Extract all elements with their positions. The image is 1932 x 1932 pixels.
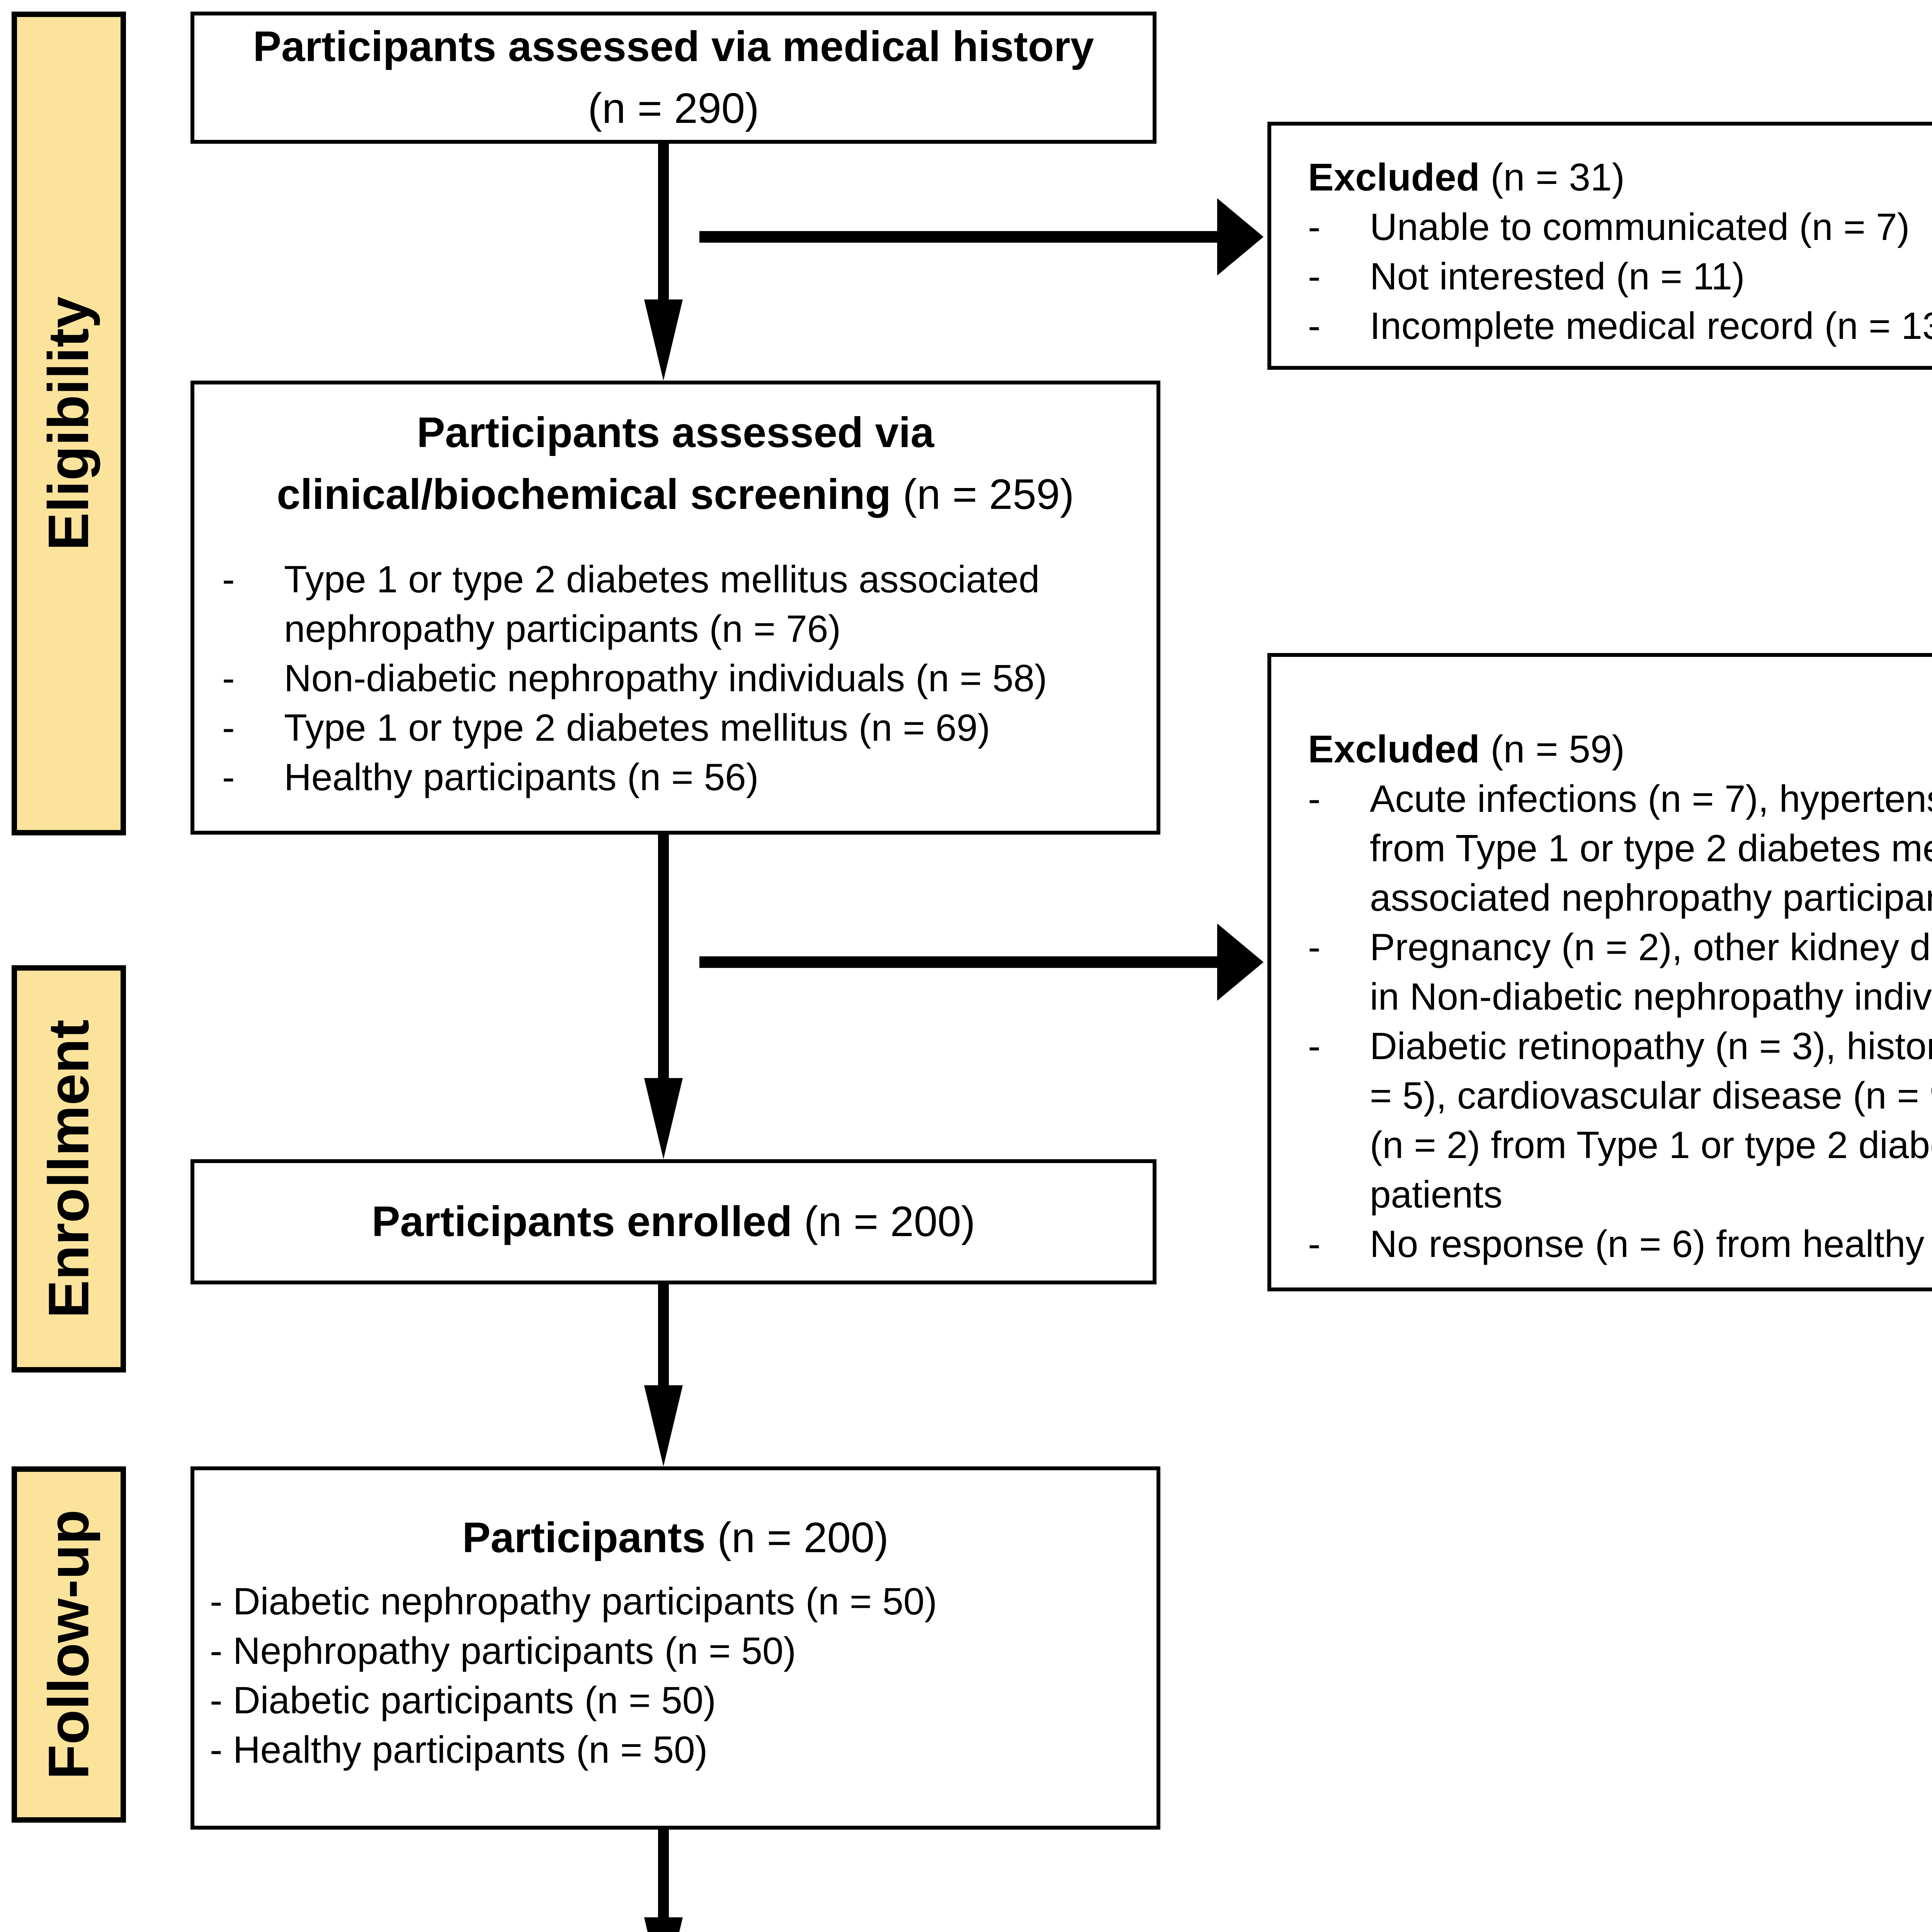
box-title-line2: clinical/biochemical screening bbox=[277, 471, 891, 518]
box-title-count: (n = 290) bbox=[588, 85, 759, 132]
box-title: Participants (n = 200) bbox=[194, 1507, 1156, 1569]
bullet-dash: - bbox=[1308, 777, 1321, 820]
box-title: Participants assessed via clinical/bioch… bbox=[194, 402, 1156, 526]
bullet-dash: - bbox=[222, 706, 235, 749]
bullet-dash: - bbox=[1308, 255, 1321, 298]
box-excluded-eligibility: Excluded (n = 31) - Unable to communicate… bbox=[1267, 122, 1932, 370]
bullet-dash: - bbox=[1308, 1223, 1321, 1265]
bullet-dash: - bbox=[222, 756, 235, 798]
bullet-dash: - bbox=[1308, 926, 1321, 968]
list-item: - Nephropathy participants (n = 50) bbox=[210, 1629, 796, 1672]
bullet-item: - Unable to communicated (n = 7) bbox=[1308, 202, 1932, 252]
arrow-down-3-head-icon bbox=[644, 1385, 683, 1466]
excluded-bullet-list: - Unable to communicated (n = 7) - Not inte… bbox=[1308, 202, 1932, 350]
bullet-item: - Incomplete medical record (n = 13) bbox=[1308, 301, 1932, 350]
box-enrolled: Participants enrolled (n = 200) bbox=[190, 1159, 1156, 1284]
bullet-text: Acute infections (n = 7), hypertension (… bbox=[1370, 777, 1932, 919]
stage-label-enrollment-text: Enrollment bbox=[37, 1019, 101, 1318]
bullet-item: - Type 1 or type 2 diabetes mellitus (n =… bbox=[222, 703, 1145, 752]
stage-label-followup-text: Follow-up bbox=[37, 1509, 101, 1780]
stage-label-enrollment: Enrollment bbox=[12, 965, 126, 1372]
bullet-item: - Healthy participants (n = 56) bbox=[222, 752, 1145, 802]
arrow-right-excluded-1-shaft bbox=[699, 231, 1219, 243]
bullet-text: Non-diabetic nephropathy individuals (n … bbox=[284, 657, 1047, 699]
box-clinical-screening: Participants assessed via clinical/bioch… bbox=[190, 381, 1160, 835]
excluded-heading: Excluded (n = 31) bbox=[1308, 153, 1932, 202]
screening-bullet-list: - Type 1 or type 2 diabetes mellitus asso… bbox=[194, 554, 1156, 802]
box-excluded-enrollment: Excluded (n = 59) - Acute infections (n =… bbox=[1267, 653, 1932, 1291]
bullet-text: Type 1 or type 2 diabetes mellitus (n = … bbox=[284, 706, 990, 749]
box-title-text: Participants bbox=[462, 1514, 706, 1561]
bullet-text: Not interested (n = 11) bbox=[1370, 255, 1745, 298]
list-item: - Healthy participants (n = 50) bbox=[210, 1728, 708, 1771]
arrow-right-excluded-2-head-icon bbox=[1217, 923, 1264, 1001]
arrow-down-4-head-icon bbox=[644, 1917, 683, 1932]
bullet-item: - Diabetic retinopathy (n = 3), history o… bbox=[1308, 1021, 1932, 1219]
list-item: - Diabetic nephropathy participants (n =… bbox=[210, 1580, 937, 1622]
bullet-text: No response (n = 6) from healthy partici… bbox=[1370, 1223, 1925, 1265]
followup-item-list: - Diabetic nephropathy participants (n =… bbox=[194, 1577, 1156, 1774]
bullet-dash: - bbox=[1308, 206, 1321, 248]
excluded-heading-text: Excluded bbox=[1308, 728, 1480, 771]
box-assessed-medical-history: Participants assessed via medical histor… bbox=[190, 12, 1156, 144]
box-title: Participants assessed via medical histor… bbox=[253, 16, 1094, 139]
excluded-heading-text: Excluded bbox=[1308, 156, 1480, 199]
bullet-text: Type 1 or type 2 diabetes mellitus assoc… bbox=[284, 558, 1040, 650]
bullet-item: - Pregnancy (n = 2), other kidney disease… bbox=[1308, 922, 1932, 1021]
bullet-dash: - bbox=[222, 657, 235, 699]
stage-label-followup: Follow-up bbox=[12, 1466, 126, 1823]
arrow-down-2-shaft bbox=[658, 835, 669, 1082]
arrow-right-excluded-2-shaft bbox=[699, 956, 1219, 968]
bullet-text: Pregnancy (n = 2), other kidney disease … bbox=[1370, 926, 1932, 1018]
box-title-line1: Participants assessed via bbox=[417, 409, 934, 456]
bullet-text: Incomplete medical record (n = 13) bbox=[1370, 304, 1932, 347]
bullet-dash: - bbox=[1308, 304, 1321, 347]
bullet-text: Unable to communicated (n = 7) bbox=[1370, 206, 1910, 248]
box-title-count: (n = 200) bbox=[705, 1514, 889, 1561]
box-title-text: Participants enrolled bbox=[372, 1198, 793, 1245]
box-title-count: (n = 259) bbox=[891, 471, 1074, 518]
bullet-item: - No response (n = 6) from healthy partic… bbox=[1308, 1219, 1932, 1269]
arrow-down-1-shaft bbox=[658, 144, 669, 303]
box-participants-followup: Participants (n = 200) - Diabetic nephro… bbox=[190, 1466, 1160, 1830]
excluded-heading-count: (n = 31) bbox=[1480, 156, 1625, 199]
bullet-item: - Non-diabetic nephropathy individuals (n… bbox=[222, 653, 1145, 703]
stage-label-eligibility: Eligibility bbox=[12, 12, 126, 835]
box-title: Participants enrolled (n = 200) bbox=[372, 1191, 975, 1253]
excluded-heading-count: (n = 59) bbox=[1480, 728, 1625, 771]
bullet-item: - Acute infections (n = 7), hypertension … bbox=[1308, 774, 1932, 922]
list-item: - Diabetic participants (n = 50) bbox=[210, 1679, 716, 1721]
excluded-bullet-list: - Acute infections (n = 7), hypertension … bbox=[1308, 774, 1932, 1269]
bullet-dash: - bbox=[1308, 1025, 1321, 1067]
arrow-down-1-head-icon bbox=[644, 299, 683, 381]
arrow-down-4-shaft bbox=[658, 1830, 669, 1921]
bullet-item: - Type 1 or type 2 diabetes mellitus asso… bbox=[222, 554, 1145, 653]
bullet-dash: - bbox=[222, 558, 235, 600]
stage-label-eligibility-text: Eligibility bbox=[37, 296, 100, 551]
box-title-text: Participants assessed via medical histor… bbox=[253, 23, 1094, 70]
arrow-right-excluded-1-head-icon bbox=[1217, 198, 1264, 276]
bullet-text: Healthy participants (n = 56) bbox=[284, 756, 759, 798]
box-title-count: (n = 200) bbox=[792, 1198, 975, 1245]
bullet-text: Diabetic retinopathy (n = 3), history of… bbox=[1370, 1025, 1932, 1216]
excluded-heading: Excluded (n = 59) bbox=[1308, 724, 1932, 774]
arrow-down-2-head-icon bbox=[644, 1078, 683, 1159]
bullet-item: - Not interested (n = 11) bbox=[1308, 252, 1932, 301]
arrow-down-3-shaft bbox=[658, 1284, 669, 1389]
